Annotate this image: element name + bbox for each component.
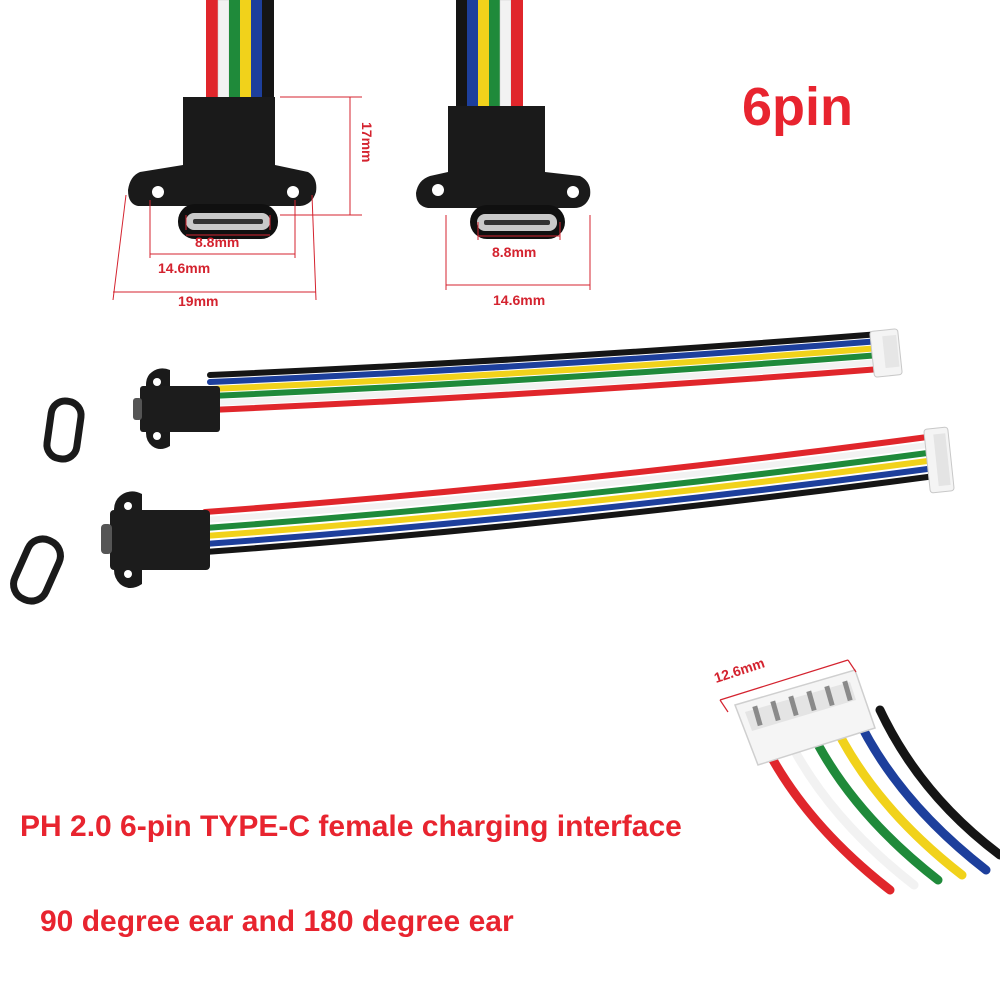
top-right-dimensions bbox=[445, 215, 591, 290]
dim-8-8mm-left: 8.8mm bbox=[195, 234, 239, 250]
top-right-wire-bundle bbox=[456, 0, 523, 111]
gasket-ring-2 bbox=[10, 535, 64, 605]
product-caption-line-2: 90 degree ear and 180 degree ear bbox=[40, 905, 514, 938]
dim-14-6mm-left: 14.6mm bbox=[158, 260, 210, 276]
dim-8-8mm-right: 8.8mm bbox=[492, 244, 536, 260]
cable-2-type-c-connector bbox=[101, 491, 210, 588]
cable-1-wires bbox=[207, 331, 883, 413]
closeup-wires bbox=[755, 705, 1000, 895]
dim-19mm: 19mm bbox=[178, 293, 218, 309]
top-right-connector bbox=[416, 106, 591, 239]
cable-1-type-c-connector bbox=[133, 368, 220, 449]
top-left-connector bbox=[128, 97, 317, 239]
pin-count-headline: 6pin bbox=[742, 77, 854, 137]
gasket-ring-1 bbox=[43, 397, 85, 463]
closeup-ph-connector bbox=[734, 669, 876, 766]
cable-1-ph-connector bbox=[869, 328, 903, 378]
cable-2-ph-connector bbox=[923, 426, 955, 494]
dim-17mm: 17mm bbox=[359, 122, 375, 162]
top-left-dimensions bbox=[112, 96, 362, 301]
closeup-dimension-line bbox=[719, 659, 857, 713]
top-left-wire-bundle bbox=[206, 0, 274, 101]
dim-12-6mm: 12.6mm bbox=[712, 655, 767, 686]
dim-14-6mm-right: 14.6mm bbox=[493, 292, 545, 308]
product-caption-line-1: PH 2.0 6-pin TYPE-C female charging inte… bbox=[20, 810, 682, 843]
cable-2-wires bbox=[202, 433, 938, 555]
